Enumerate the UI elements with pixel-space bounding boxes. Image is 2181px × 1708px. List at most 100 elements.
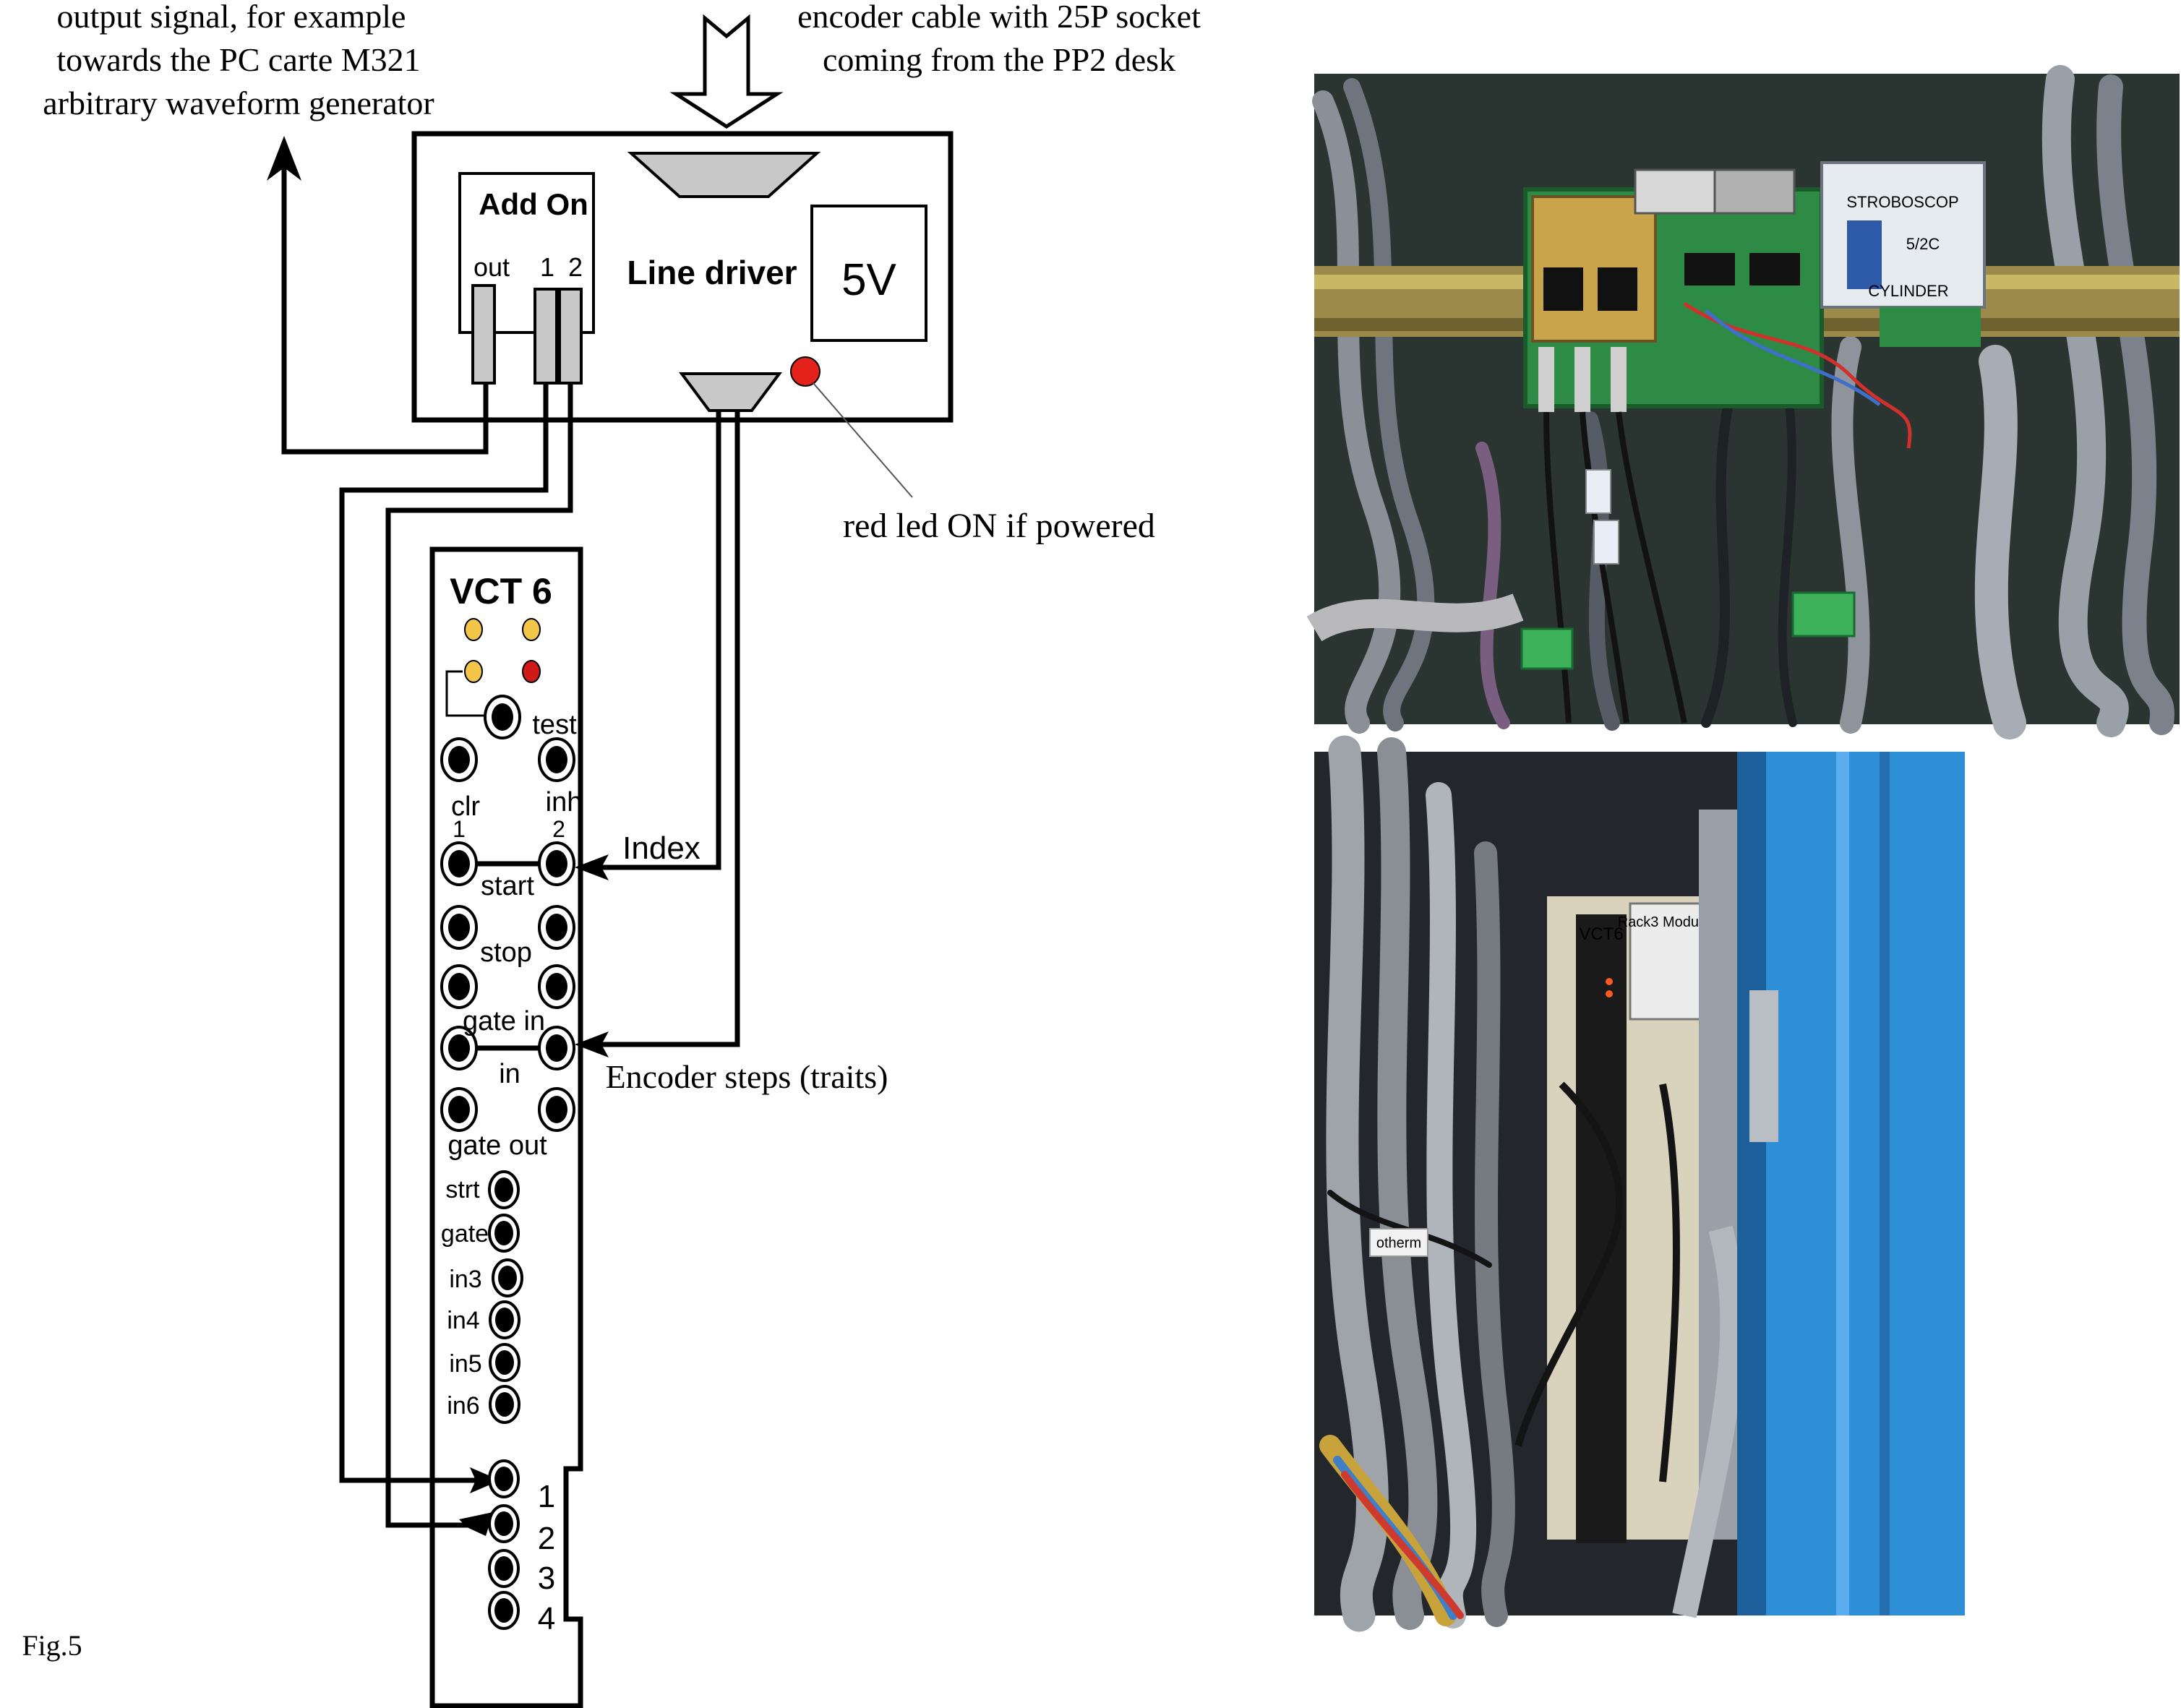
vct6-outline [429, 546, 583, 1708]
label-col-1: 1 [453, 816, 466, 842]
led-yellow-bottom-left-icon [464, 660, 483, 683]
red-led-annotation: red led ON if powered [843, 507, 1155, 545]
bottom-photo: VCT6 Rack3 Modulo 2 otherm [1314, 735, 1965, 1632]
jack-gate-in-2 [538, 964, 575, 1009]
addon-in2-wire [385, 383, 573, 1528]
port1-arrowhead [470, 1467, 500, 1493]
jack-in4 [489, 1300, 520, 1339]
label-stop: stop [480, 937, 532, 968]
port2-arrowhead [459, 1512, 493, 1536]
vct6-photo-label: VCT6 [1579, 924, 1623, 944]
jack-port-2 [488, 1504, 520, 1543]
vct6-bottom-ports [488, 1459, 520, 1630]
encoder-cable-line-1: encoder cable with 25P socket [797, 0, 1201, 35]
addon-in1-label: 1 [540, 252, 554, 282]
port-label-1: 1 [538, 1479, 555, 1514]
label-start: start [481, 871, 534, 901]
jack-test [484, 695, 521, 739]
encoder-steps-wire [600, 411, 740, 1047]
jack-clr [440, 737, 478, 782]
jack-port-3 [488, 1549, 520, 1588]
power-led-icon [790, 356, 820, 387]
rack-tag-label: Rack3 Modulo 2 [1618, 914, 1723, 930]
label-inh: inh [546, 787, 583, 817]
label-clr: clr [451, 791, 480, 822]
socket-25p [627, 152, 821, 198]
line-driver-outline [411, 131, 954, 423]
label-gate-in: gate in [463, 1006, 545, 1037]
jack-in-2 [538, 1026, 575, 1070]
encoder-cable-line-2: coming from the PP2 desk [823, 41, 1175, 78]
addon-out-connector [471, 284, 496, 385]
encoder-steps-label: Encoder steps (traits) [606, 1058, 888, 1095]
supply-5v-label: 5V [841, 255, 896, 305]
output-signal-line-2: towards the PC carte M321 [56, 41, 420, 78]
addon-title: Add On [479, 187, 588, 221]
output-signal-annotation: output signal, for example towards the P… [43, 0, 434, 121]
vct6-big-jacks [440, 695, 575, 1132]
bottom-photo-cables [1319, 735, 1515, 1632]
label-test: test [532, 710, 577, 740]
vct6-module: VCT 6 test clr inh 1 [429, 546, 583, 1708]
index-label: Index [622, 831, 700, 866]
label-in6: in6 [447, 1392, 479, 1420]
label-in5: in5 [449, 1350, 481, 1378]
jack-gate-in-1 [440, 964, 478, 1009]
jack-port-1 [488, 1459, 520, 1498]
line-driver-title: Line driver [627, 254, 797, 291]
led-yellow-top-right-icon [522, 618, 541, 641]
figure-label: Fig.5 [22, 1629, 82, 1662]
cable-tag-label: otherm [1376, 1235, 1421, 1251]
jack-stop-1 [440, 905, 478, 950]
led-yellow-top-left-icon [464, 618, 483, 641]
top-photo: STROBOSCOP CYLINDER 5/2C [1306, 65, 2180, 739]
vct6-title: VCT 6 [450, 571, 552, 611]
output-signal-line-3: arbitrary waveform generator [43, 85, 434, 121]
port-label-4: 4 [538, 1601, 555, 1636]
encoder-cable-annotation: encoder cable with 25P socket coming fro… [797, 0, 1201, 78]
output-signal-arrowhead [267, 136, 301, 181]
label-in4: in4 [447, 1307, 479, 1334]
model-label: 5/2C [1906, 235, 1940, 253]
encoder-input-arrow [669, 14, 784, 129]
index-arrowhead [575, 854, 609, 880]
jack-in6 [489, 1385, 520, 1424]
stroboscope-label: STROBOSCOP [1846, 193, 1958, 211]
jack-start-2 [538, 841, 575, 886]
line-driver-box: 5V Line driver Add On out 1 2 [411, 131, 954, 423]
addon-in2-label: 2 [568, 252, 583, 282]
line-driver-output-connector [679, 372, 782, 412]
jack-port-4 [488, 1591, 520, 1630]
jack-strt [488, 1170, 520, 1209]
led-red-bottom-right-icon [522, 660, 541, 683]
port-label-2: 2 [538, 1521, 555, 1556]
label-strt: strt [445, 1176, 480, 1203]
label-col-2: 2 [552, 816, 565, 842]
jack-gate-out-1 [440, 1087, 478, 1132]
label-gate: gate [441, 1220, 489, 1248]
addon-out-label: out [474, 252, 510, 282]
cylinder-label: CYLINDER [1868, 282, 1948, 300]
jack-gate [488, 1214, 520, 1253]
label-gate-out: gate out [447, 1130, 547, 1161]
index-wire [600, 411, 721, 870]
jack-stop-2 [538, 905, 575, 950]
label-in: in [499, 1059, 520, 1089]
vct6-small-jacks [488, 1170, 523, 1424]
encoder-steps-arrowhead [575, 1031, 609, 1057]
jack-in5 [489, 1343, 520, 1382]
jack-in3 [492, 1258, 523, 1297]
jack-gate-out-2 [538, 1087, 575, 1132]
output-signal-line-1: output signal, for example [57, 0, 406, 35]
red-led-leader [813, 382, 913, 498]
jack-inh [538, 737, 575, 782]
port-label-3: 3 [538, 1561, 555, 1596]
jack-start-1 [440, 841, 478, 886]
addon-in2-connector [558, 288, 583, 385]
supply-5v-box [810, 205, 927, 342]
addon-in1-connector [534, 288, 558, 385]
bottom-photo-cabinet-door [1737, 752, 1965, 1615]
test-bracket [445, 670, 486, 717]
output-signal-wire [281, 165, 489, 455]
label-in3: in3 [449, 1266, 481, 1293]
